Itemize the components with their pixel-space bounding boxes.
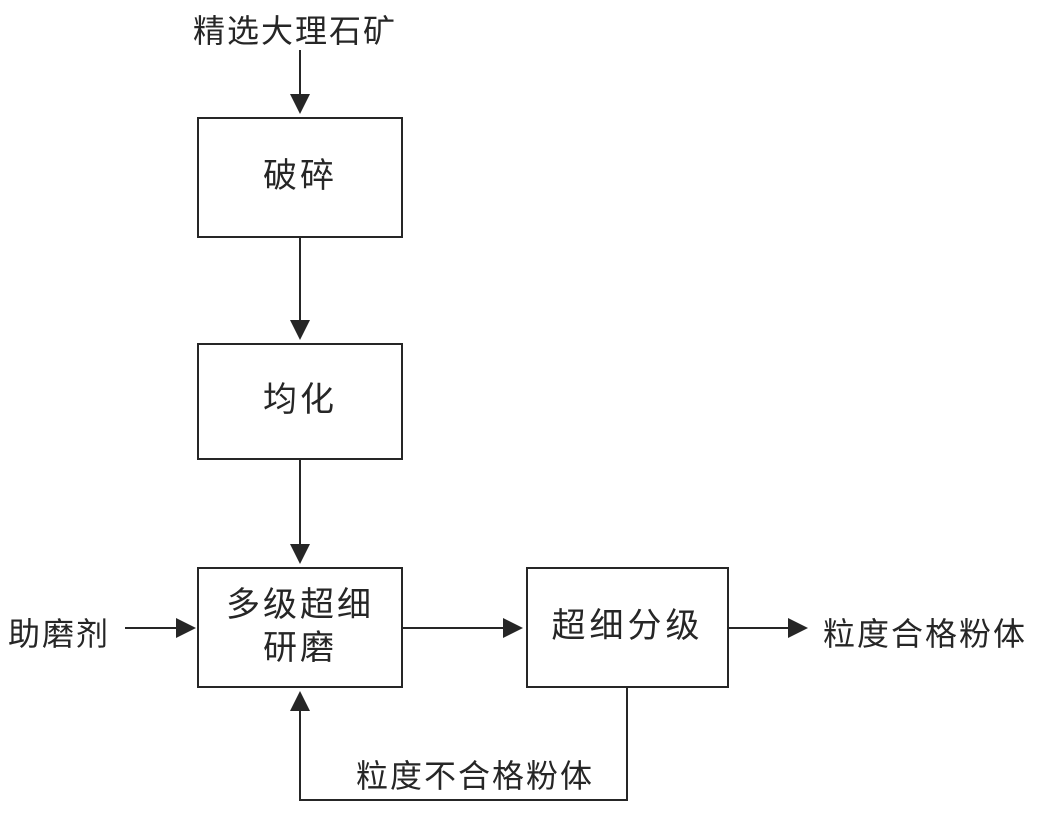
- node-classify-label: 超细分级: [551, 608, 704, 646]
- node-grind: 多级超细 研磨: [197, 567, 403, 688]
- label-unqualified-powder: 粒度不合格粉体: [355, 758, 594, 794]
- node-classify: 超细分级: [526, 567, 729, 688]
- node-homogenize: 均化: [197, 343, 403, 460]
- node-crush: 破碎: [197, 117, 403, 238]
- node-crush-label: 破碎: [263, 158, 337, 196]
- node-homogenize-label: 均化: [263, 382, 337, 420]
- label-qualified-powder: 粒度合格粉体: [823, 616, 1028, 652]
- label-grinding-aid: 助磨剂: [8, 616, 111, 652]
- label-input-material: 精选大理石矿: [192, 13, 397, 49]
- node-grind-label-line1: 多级超细: [226, 587, 374, 624]
- node-grind-label-line2: 研磨: [263, 629, 337, 667]
